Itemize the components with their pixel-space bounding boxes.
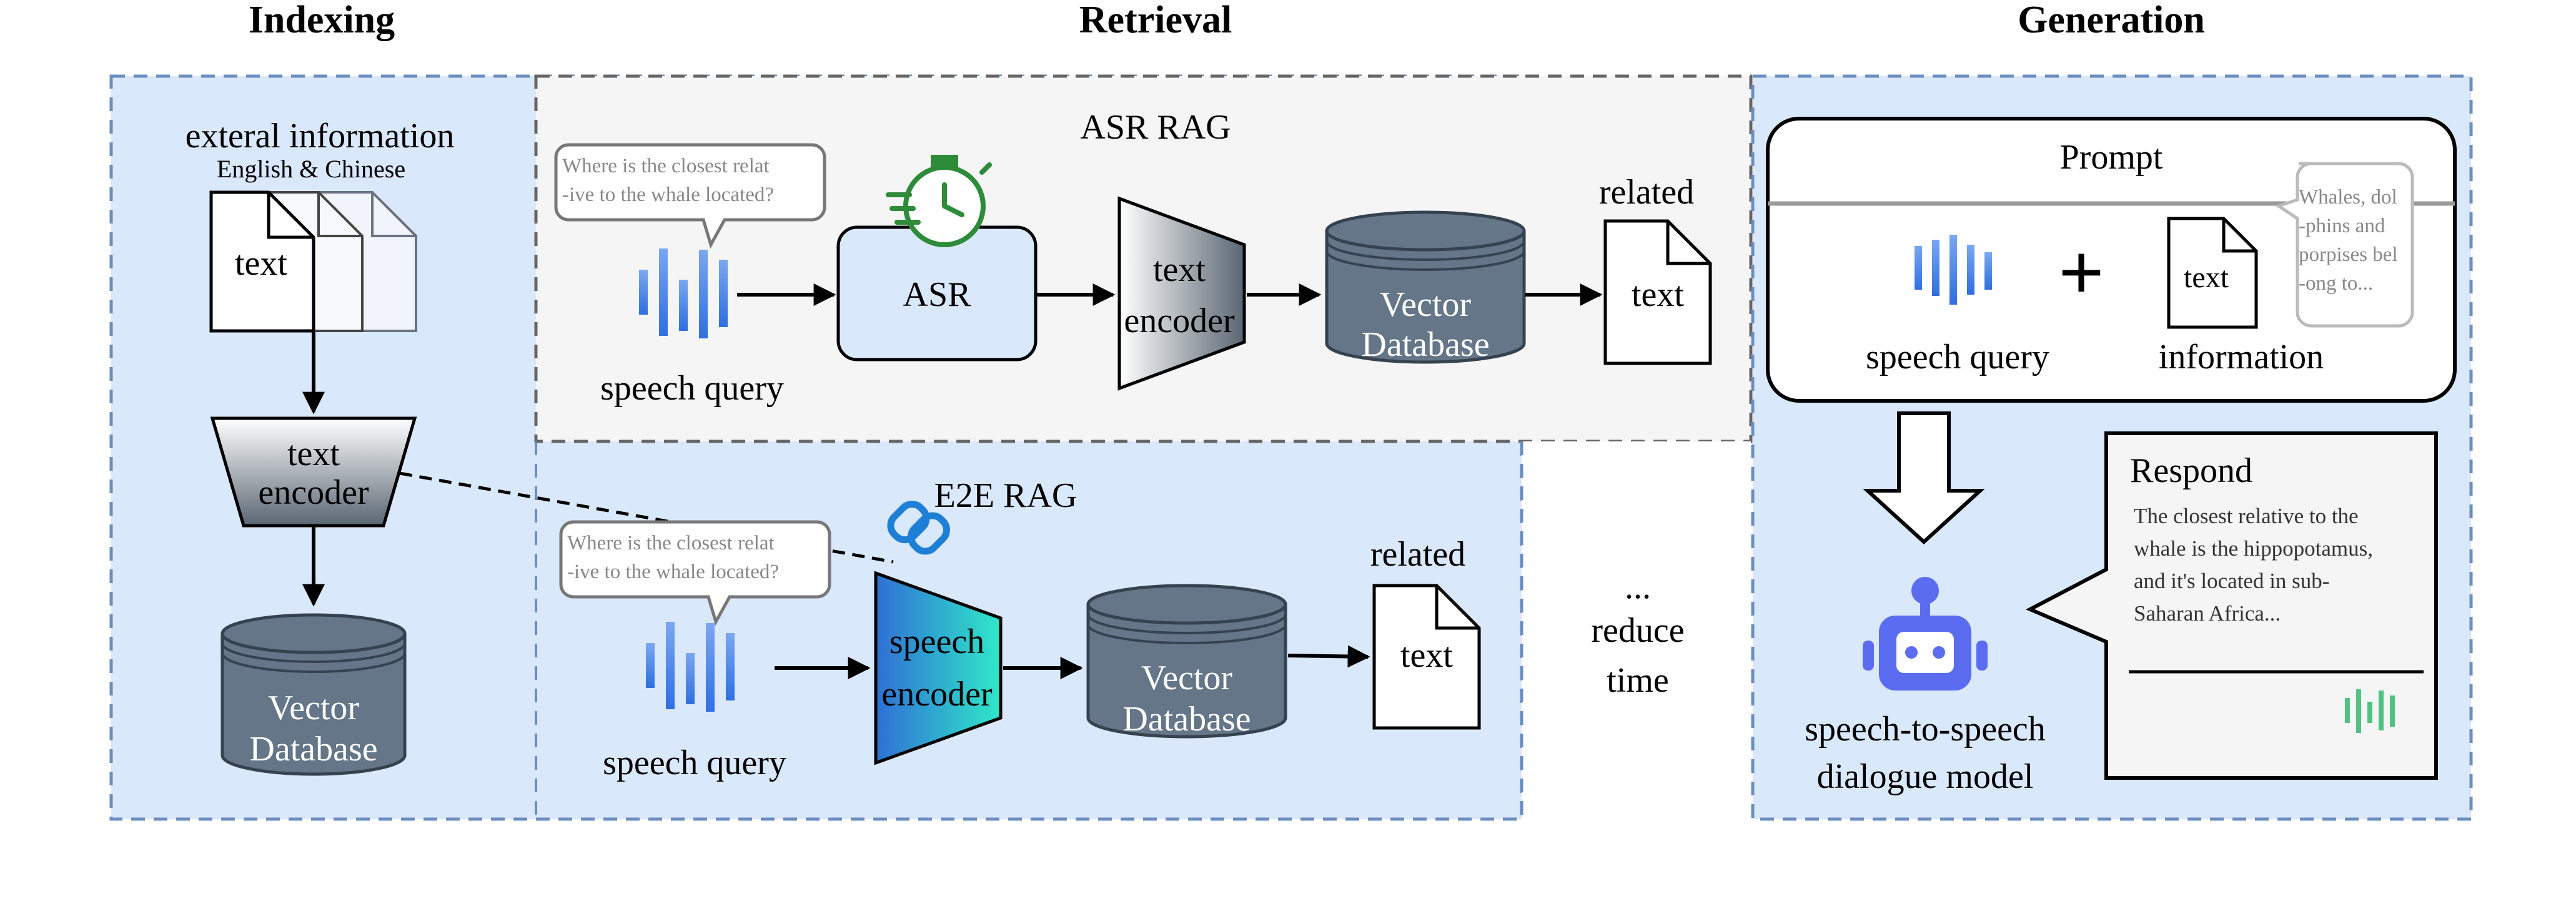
asr-speech-wave-icon bbox=[639, 248, 728, 338]
asr-db-line2: Database bbox=[1361, 325, 1489, 364]
asr-speech-query-label: speech query bbox=[600, 369, 784, 408]
speech-encoder bbox=[874, 571, 1003, 765]
e2e-db-line1: Vector bbox=[1141, 659, 1233, 697]
indexing-encoder-line2: encoder bbox=[258, 473, 369, 512]
e2e-bubble-line2: -ive to the whale located? bbox=[567, 561, 779, 583]
asr-rag-title: ASR RAG bbox=[1080, 108, 1231, 147]
indexing-db-line2: Database bbox=[249, 730, 377, 769]
down-arrow-to-model bbox=[1863, 411, 1985, 545]
respond-box bbox=[2026, 431, 2438, 780]
shared-encoder-link bbox=[399, 471, 894, 564]
model-line1: speech-to-speech bbox=[1805, 710, 2046, 749]
e2e-bubble-line1: Where is the closest relat bbox=[567, 532, 775, 554]
prompt-title: Prompt bbox=[2060, 138, 2163, 177]
info-bubble-line3: porpises bel bbox=[2299, 243, 2398, 266]
prompt-doc-label: text bbox=[2184, 261, 2229, 294]
e2e-question-bubble bbox=[559, 520, 831, 626]
header-generation: Generation bbox=[2018, 0, 2205, 41]
stopwatch-icon bbox=[886, 155, 992, 247]
asr-encoder-line2: encoder bbox=[1124, 302, 1235, 340]
plus-sign: + bbox=[2058, 228, 2104, 318]
e2e-related-label: related bbox=[1370, 535, 1465, 574]
e2e-rag-title: E2E RAG bbox=[934, 476, 1077, 515]
asr-related-document-icon bbox=[1603, 219, 1712, 365]
asr-box-label: ASR bbox=[903, 275, 972, 314]
asr-related-label: related bbox=[1599, 173, 1694, 212]
asr-bubble-line1: Where is the closest relat bbox=[562, 155, 770, 177]
e2e-encoder-line2: encoder bbox=[881, 675, 993, 714]
reduce-ellipsis: ... bbox=[1625, 568, 1651, 606]
reduce-line: reduce bbox=[1591, 611, 1684, 650]
link-icon bbox=[887, 501, 950, 555]
respond-line4: Saharan Africa... bbox=[2134, 601, 2281, 626]
respond-title: Respond bbox=[2130, 451, 2252, 490]
asr-vector-database bbox=[1325, 210, 1526, 364]
info-bubble-line4: -ong to... bbox=[2299, 272, 2373, 295]
e2e-encoder-line1: speech bbox=[889, 622, 984, 661]
respond-line3: and it's located in sub- bbox=[2134, 569, 2329, 593]
asr-text-encoder bbox=[1117, 196, 1246, 391]
asr-bubble-line2: -ive to the whale located? bbox=[562, 184, 774, 206]
prompt-box bbox=[1766, 117, 2457, 403]
time-line: time bbox=[1607, 661, 1669, 700]
document-stack-icon bbox=[209, 190, 417, 333]
indexing-doc-label: text bbox=[235, 244, 287, 283]
indexing-subtitle: English & Chinese bbox=[217, 155, 405, 183]
e2e-related-document-icon bbox=[1372, 584, 1481, 730]
e2e-speech-wave-icon bbox=[646, 622, 735, 712]
info-bubble bbox=[2275, 162, 2414, 328]
indexing-vector-database bbox=[220, 613, 407, 776]
info-bubble-line1: Whales, dol bbox=[2299, 186, 2397, 209]
prompt-speech-query-label: speech query bbox=[1866, 338, 2049, 376]
prompt-speech-wave-icon bbox=[1915, 235, 1992, 305]
robot-icon bbox=[1863, 577, 1988, 690]
header-indexing: Indexing bbox=[249, 0, 395, 41]
e2e-db-line2: Database bbox=[1122, 700, 1251, 739]
arrow-e2e-db-to-doc bbox=[1287, 645, 1370, 668]
indexing-encoder-line1: text bbox=[287, 435, 340, 473]
header-retrieval: Retrieval bbox=[1079, 0, 1232, 41]
model-line2: dialogue model bbox=[1817, 757, 2034, 796]
e2e-vector-database bbox=[1086, 584, 1287, 739]
asr-db-line1: Vector bbox=[1380, 285, 1472, 324]
indexing-title: exteral information bbox=[186, 117, 455, 155]
blank-area bbox=[1522, 441, 1751, 822]
respond-line1: The closest relative to the bbox=[2134, 504, 2359, 528]
prompt-information-label: information bbox=[2159, 338, 2324, 376]
e2e-doc-label: text bbox=[1400, 636, 1453, 675]
info-bubble-line2: -phins and bbox=[2299, 215, 2385, 237]
asr-encoder-line1: text bbox=[1153, 250, 1206, 289]
asr-doc-label: text bbox=[1632, 275, 1684, 314]
e2e-speech-query-label: speech query bbox=[603, 744, 786, 782]
asr-question-bubble bbox=[554, 143, 826, 249]
indexing-db-line1: Vector bbox=[268, 689, 360, 727]
respond-speech-wave-icon bbox=[2345, 689, 2395, 733]
prompt-document-icon bbox=[2167, 217, 2258, 329]
respond-line2: whale is the hippopotamus, bbox=[2134, 536, 2373, 561]
indexing-text-encoder bbox=[210, 416, 417, 528]
